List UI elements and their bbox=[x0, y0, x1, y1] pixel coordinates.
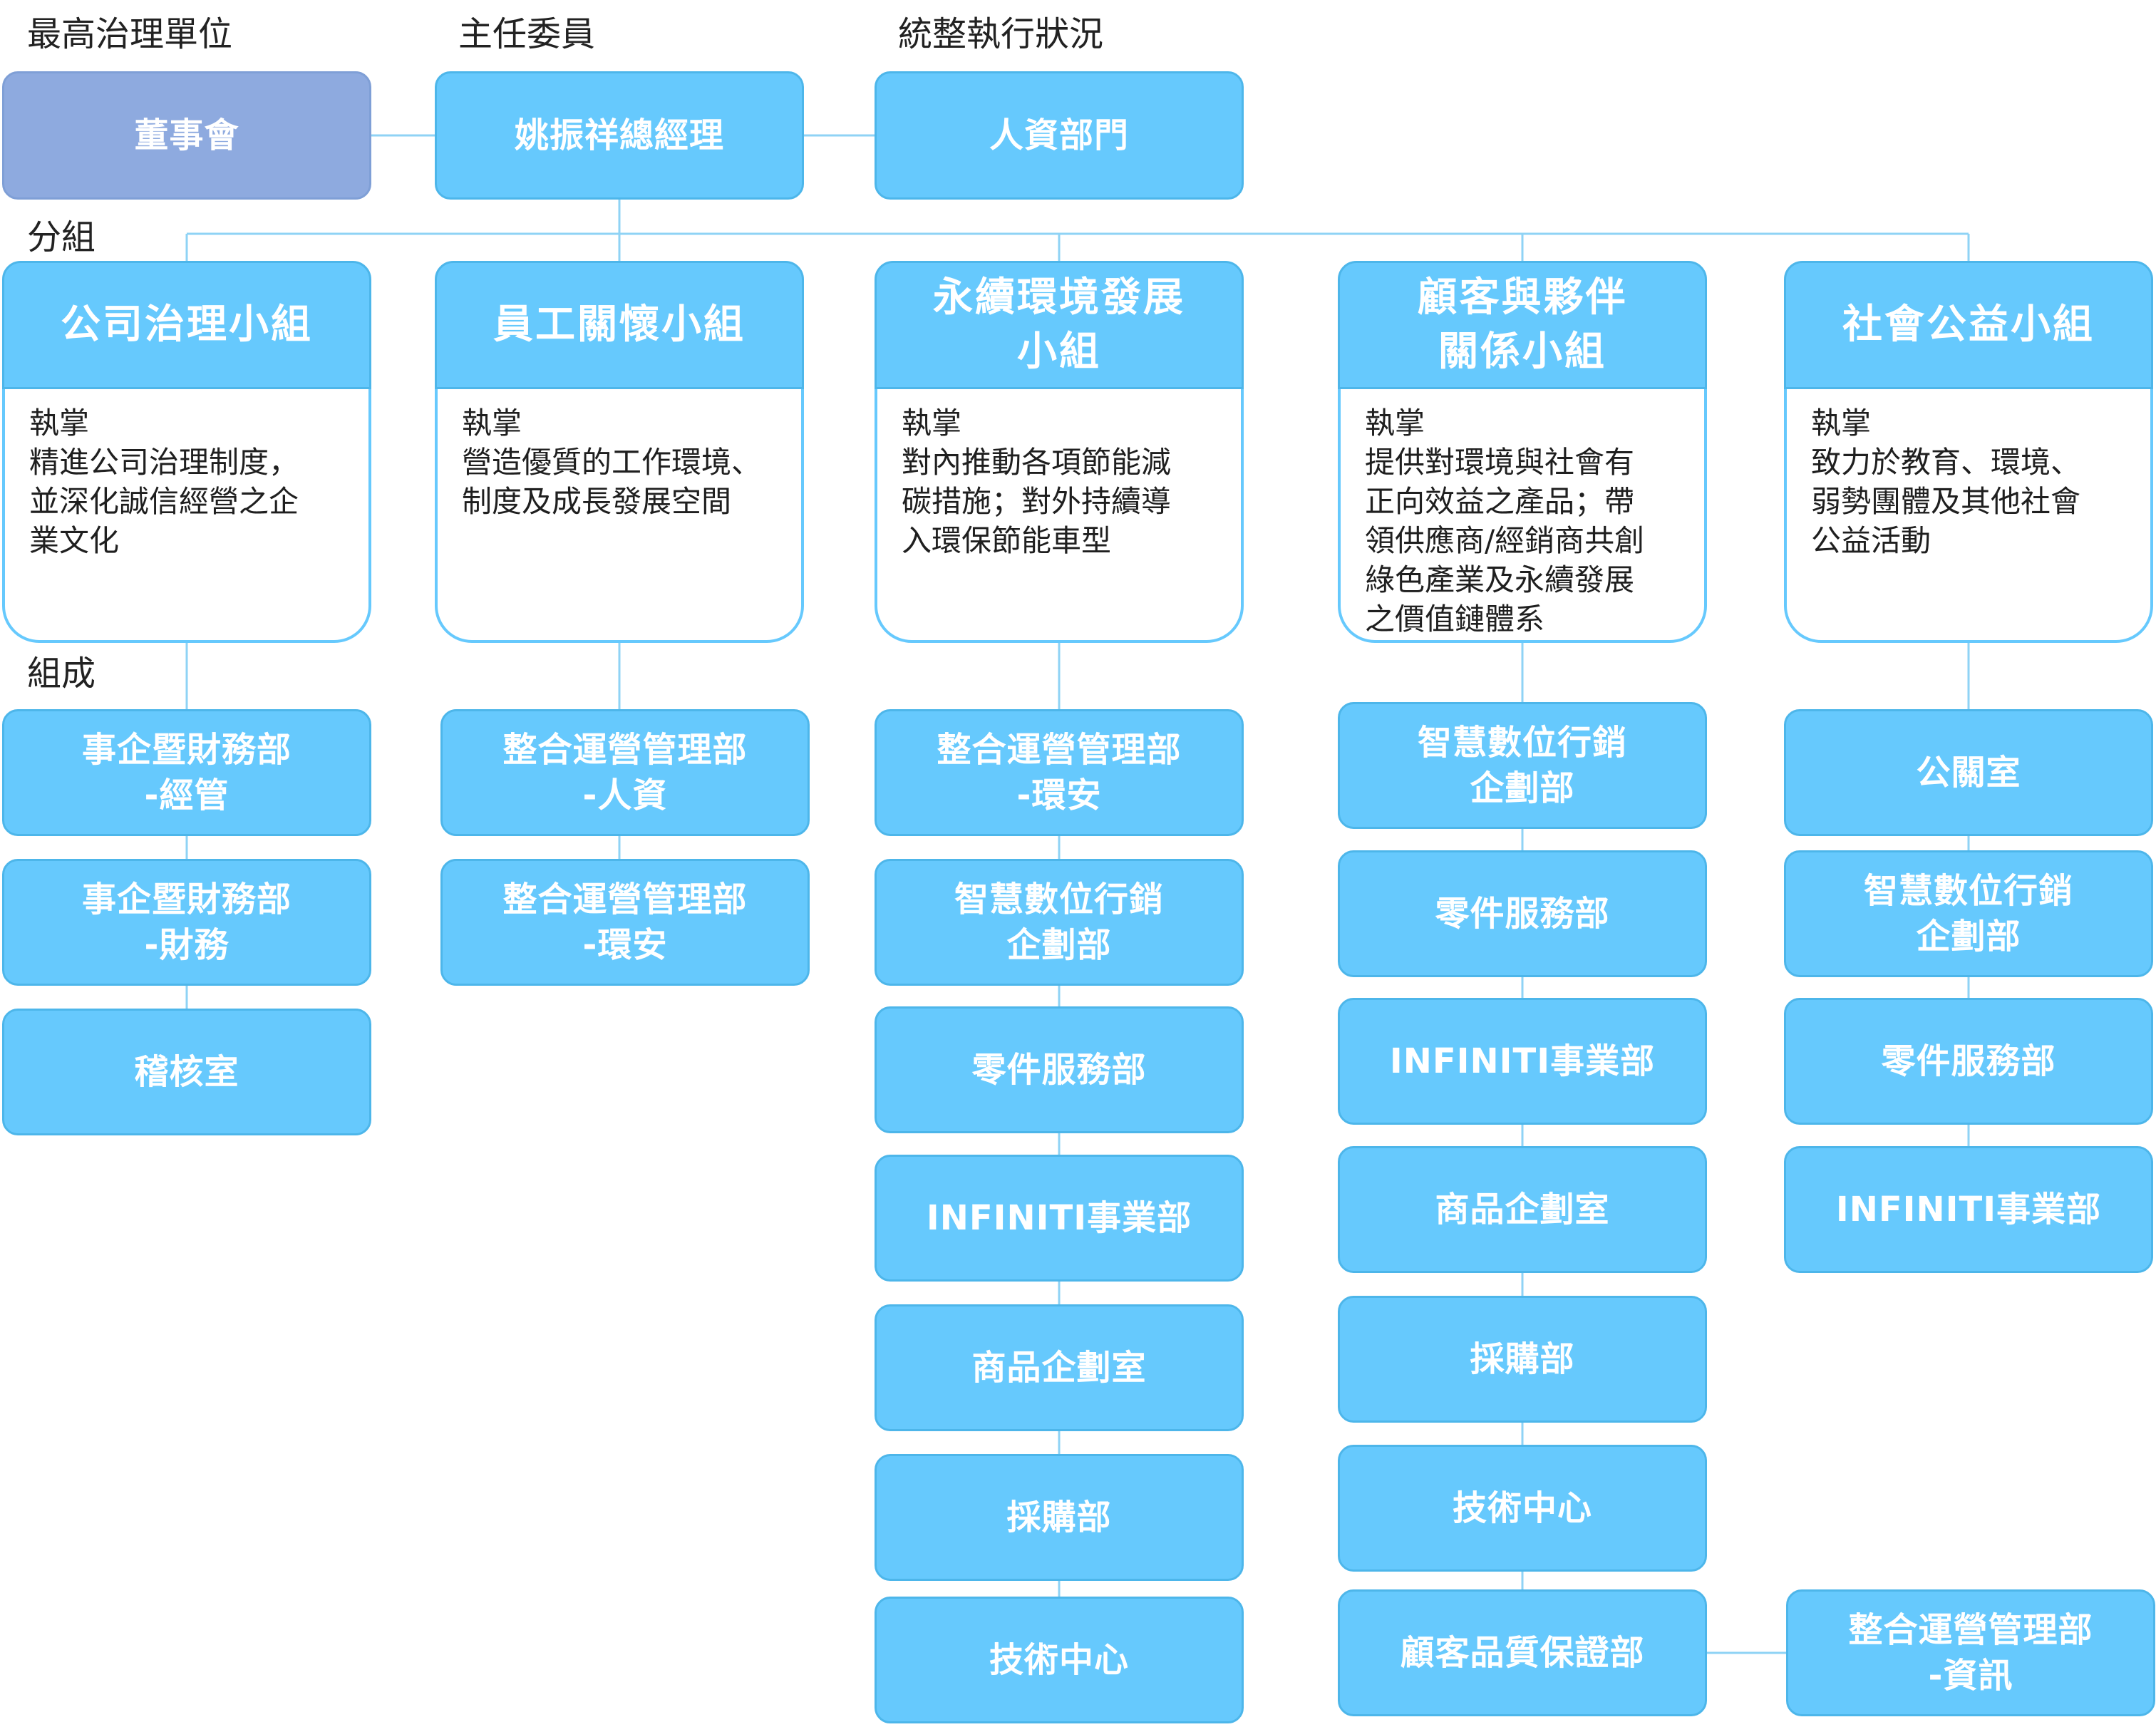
duty-panel: 執掌 提供對環境與社會有 正向效益之產品；帶 領供應商/經銷商共創 綠色產業及永… bbox=[1338, 386, 1707, 643]
label-chair: 主任委員 bbox=[458, 14, 596, 54]
member-box: 事企暨財務部 -經管 bbox=[2, 709, 371, 836]
member-box: 稽核室 bbox=[2, 1009, 371, 1135]
group-header: 員工關懷小組 bbox=[435, 261, 804, 389]
board-box: 董事會 bbox=[2, 71, 371, 200]
member-box: 零件服務部 bbox=[1784, 998, 2153, 1125]
group-header: 顧客與夥伴 關係小組 bbox=[1338, 261, 1707, 389]
side-info-box: 整合運營管理部 -資訊 bbox=[1786, 1589, 2155, 1716]
general-manager-box: 姚振祥總經理 bbox=[435, 71, 804, 200]
group-header: 公司治理小組 bbox=[2, 261, 371, 389]
member-box: 公關室 bbox=[1784, 709, 2153, 836]
member-box: 整合運營管理部 -環安 bbox=[440, 859, 810, 986]
member-box: 整合運營管理部 -人資 bbox=[440, 709, 810, 836]
member-box: 採購部 bbox=[875, 1454, 1244, 1581]
member-box: INFINITI事業部 bbox=[875, 1155, 1244, 1282]
label-groups: 分組 bbox=[27, 217, 96, 257]
member-box: 整合運營管理部 -環安 bbox=[875, 709, 1244, 836]
member-box: 商品企劃室 bbox=[875, 1304, 1244, 1431]
member-box: INFINITI事業部 bbox=[1338, 998, 1707, 1125]
label-overall: 統整執行狀況 bbox=[898, 14, 1104, 54]
member-box: 事企暨財務部 -財務 bbox=[2, 859, 371, 986]
member-box: 顧客品質保證部 bbox=[1338, 1589, 1707, 1716]
member-box: 採購部 bbox=[1338, 1296, 1707, 1423]
member-box: 智慧數位行銷 企劃部 bbox=[875, 859, 1244, 986]
member-box: 零件服務部 bbox=[875, 1006, 1244, 1133]
member-box: 技術中心 bbox=[1338, 1445, 1707, 1572]
member-box: 智慧數位行銷 企劃部 bbox=[1338, 702, 1707, 829]
group-header: 永續環境發展 小組 bbox=[875, 261, 1244, 389]
group-header: 社會公益小組 bbox=[1784, 261, 2153, 389]
member-box: 零件服務部 bbox=[1338, 850, 1707, 977]
hr-department-box: 人資部門 bbox=[875, 71, 1244, 200]
member-box: 智慧數位行銷 企劃部 bbox=[1784, 850, 2153, 977]
label-top-unit: 最高治理單位 bbox=[27, 14, 233, 54]
duty-panel: 執掌 對內推動各項節能減 碳措施；對外持續導 入環保節能車型 bbox=[875, 386, 1244, 643]
member-box: INFINITI事業部 bbox=[1784, 1146, 2153, 1273]
member-box: 技術中心 bbox=[875, 1597, 1244, 1723]
duty-panel: 執掌 致力於教育、環境、 弱勢團體及其他社會 公益活動 bbox=[1784, 386, 2153, 643]
duty-panel: 執掌 營造優質的工作環境、 制度及成長發展空間 bbox=[435, 386, 804, 643]
label-composition: 組成 bbox=[27, 654, 96, 694]
member-box: 商品企劃室 bbox=[1338, 1146, 1707, 1273]
duty-panel: 執掌 精進公司治理制度， 並深化誠信經營之企 業文化 bbox=[2, 386, 371, 643]
